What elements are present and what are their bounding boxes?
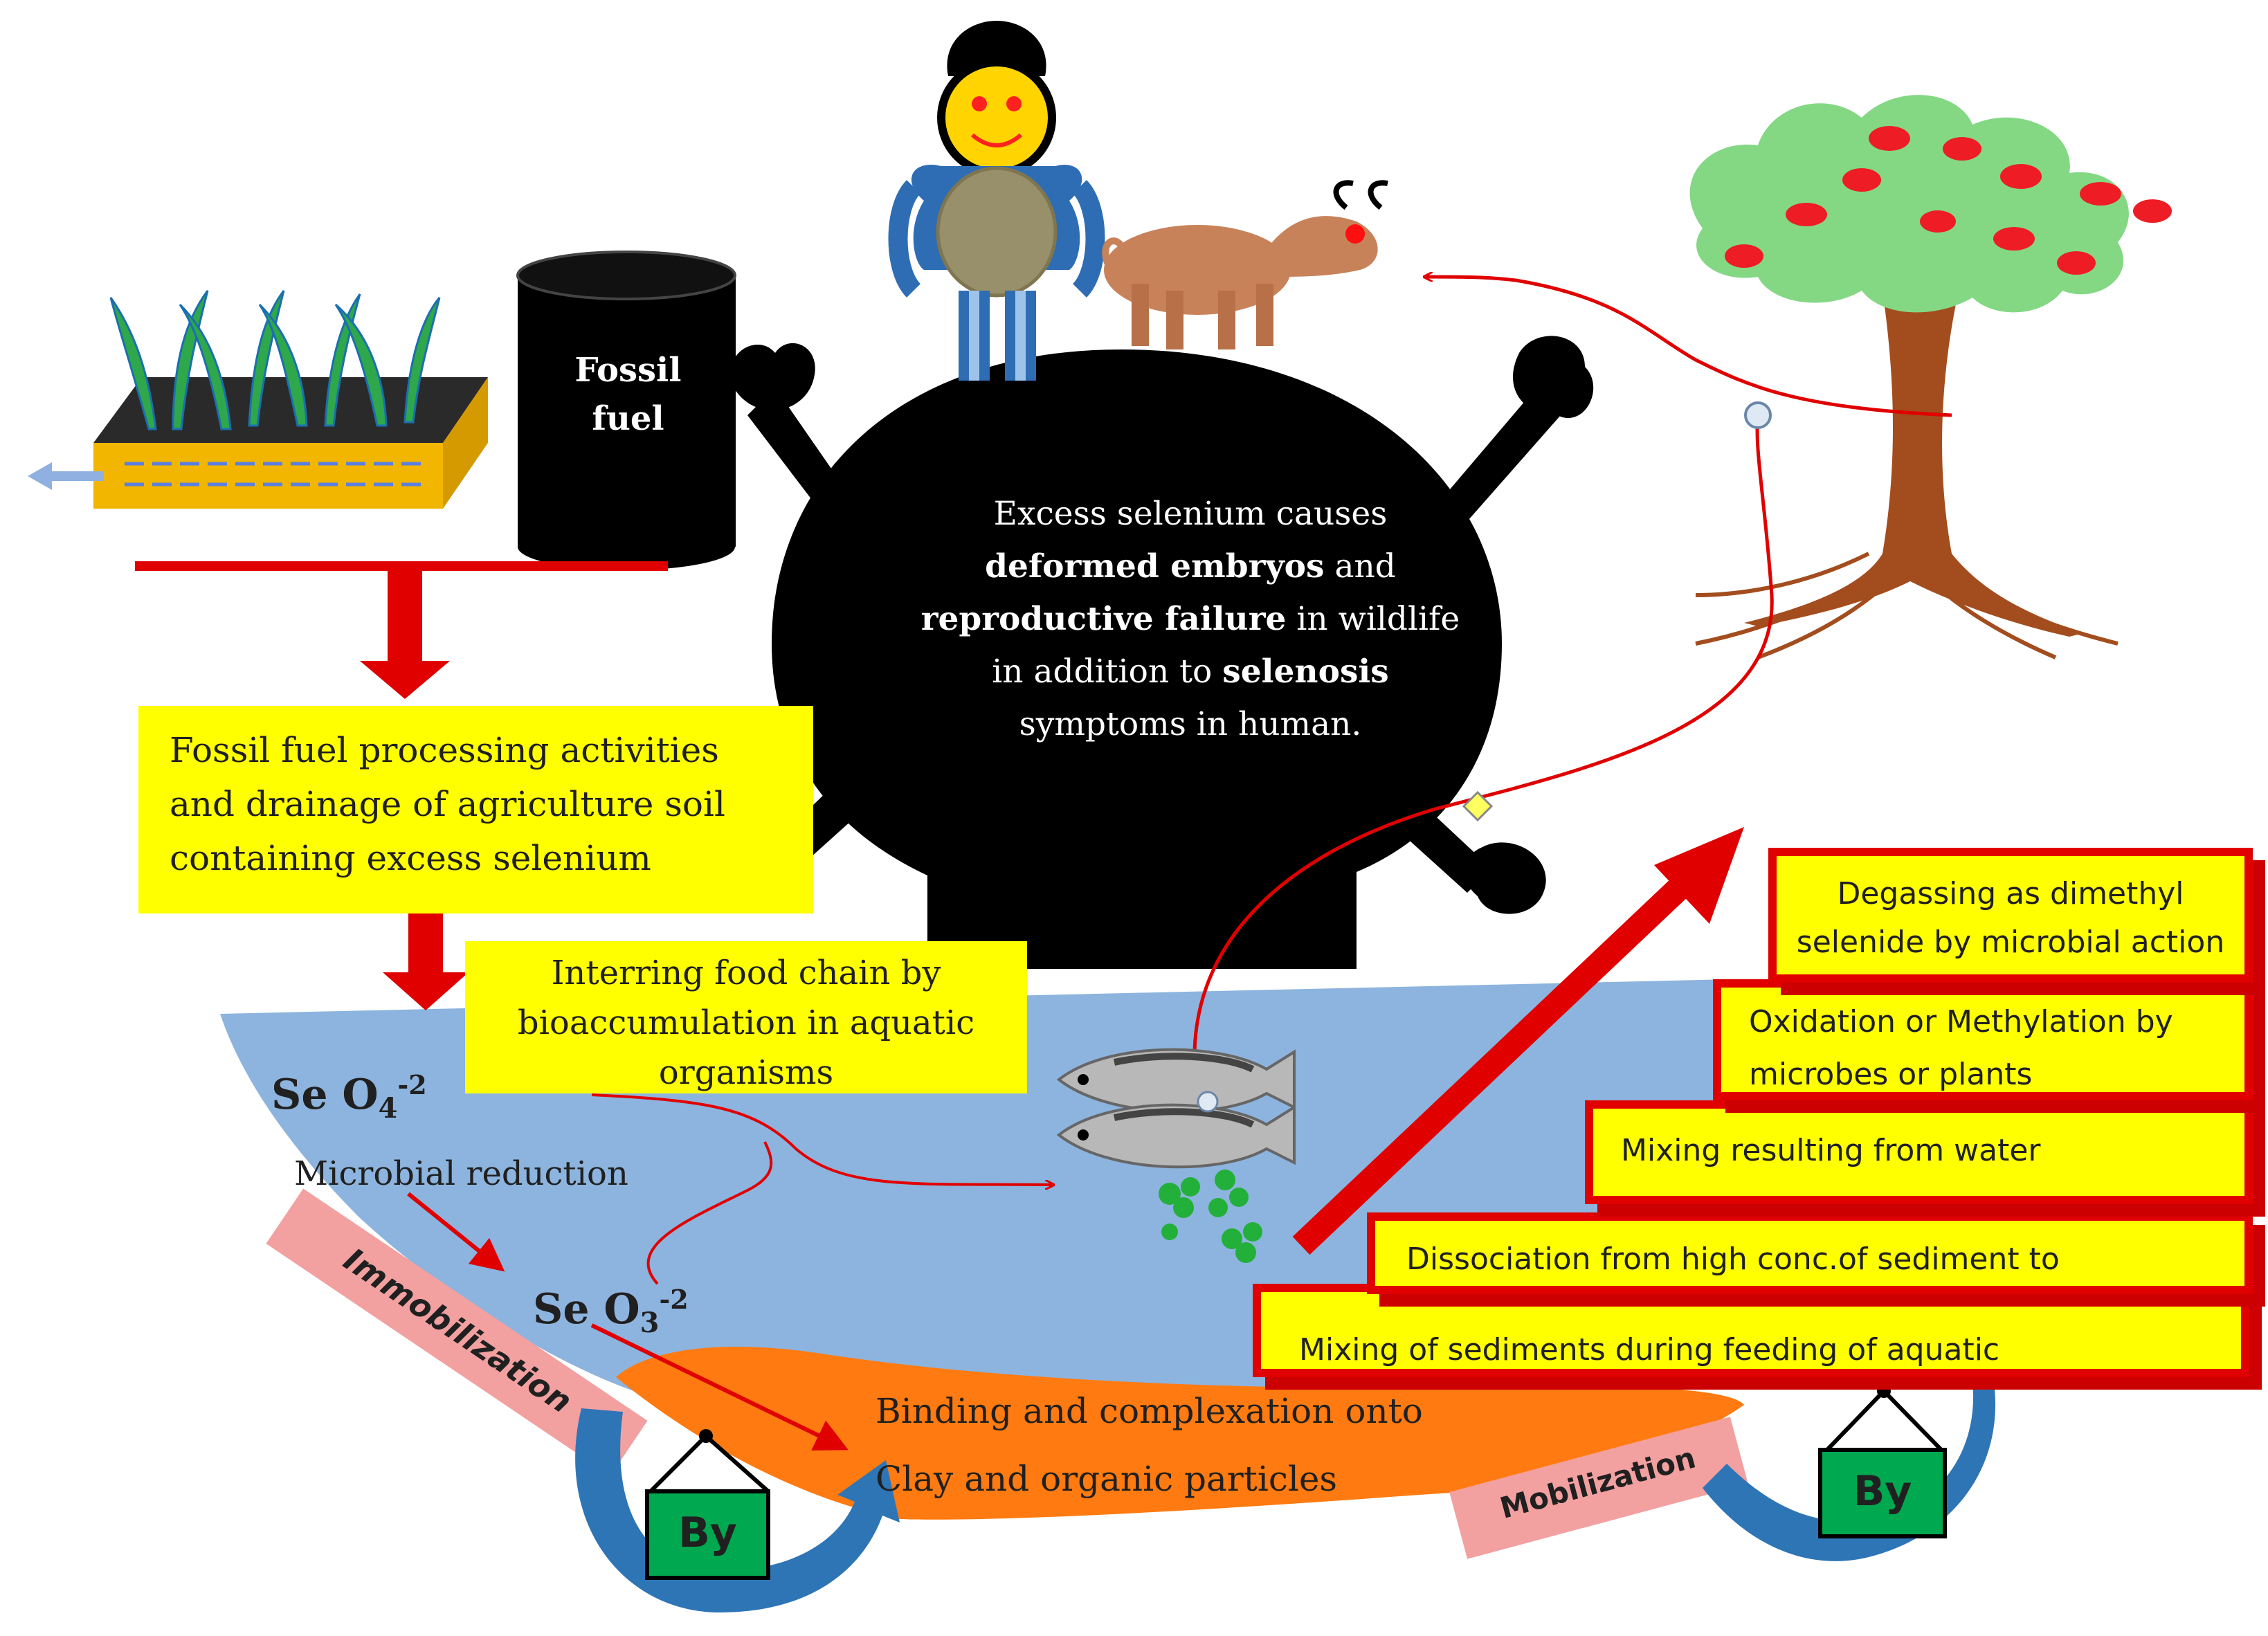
down-arrow-1 <box>360 566 450 699</box>
emphasis-text: selenosis <box>1222 653 1389 691</box>
food-chain-line: organisms <box>658 1053 834 1092</box>
formula-subscript: 3 <box>639 1307 660 1339</box>
formula-superscript: -2 <box>397 1069 427 1100</box>
food-chain-arrow <box>591 1093 1052 1185</box>
source-box: Fossil fuel processing activities and dr… <box>138 706 813 914</box>
formula-base: Se O <box>533 1285 640 1334</box>
skull-message-line: in addition to selenosis <box>858 646 1523 698</box>
skull-message-line: reproductive failure in wildlife <box>858 593 1523 646</box>
plain-text: in addition to <box>992 653 1223 691</box>
by-label-left: By <box>678 1509 737 1557</box>
binding-label: Binding and complexation onto Clay and o… <box>876 1377 1423 1513</box>
source-line: and drainage of agriculture soil <box>170 784 725 824</box>
binding-arrow <box>590 1323 849 1451</box>
down-arrow-2 <box>383 900 469 1010</box>
step-text: Mixing resulting from water <box>1621 1133 2041 1168</box>
source-line: containing excess selenium <box>170 838 651 878</box>
food-chain-box: Interring food chain by bioaccumulation … <box>465 941 1027 1093</box>
cycle-connectors <box>1192 277 1952 1094</box>
fossil-fuel-label: Fossil fuel <box>519 346 737 443</box>
skull-message-line: Excess selenium causes <box>993 495 1388 533</box>
step-text: Dissociation from high conc.of sediment … <box>1406 1242 2060 1277</box>
binding-line: Clay and organic particles <box>876 1459 1338 1499</box>
step-text: Degassing as dimethyl selenide by microb… <box>1777 870 2244 967</box>
connector-node <box>1744 401 1772 429</box>
plain-text: in wildlife <box>1286 600 1460 638</box>
emphasis-text: deformed embryos <box>985 547 1325 585</box>
tree-icon <box>1689 95 2172 660</box>
selenite-formula: Se O3-2 <box>533 1284 689 1339</box>
formula-subscript: 4 <box>378 1092 398 1125</box>
source-line: Fossil fuel processing activities <box>170 730 719 770</box>
step-mixing-water: Mixing resulting from water <box>1585 1100 2253 1204</box>
emphasis-text: reproductive failure <box>920 600 1287 638</box>
step-line: Oxidation or Methylation by <box>1749 1004 2173 1039</box>
by-box-left <box>645 1429 770 1580</box>
food-chain-line: Interring food chain by <box>551 954 941 992</box>
connector-node <box>1462 790 1494 822</box>
selenite-link <box>646 1141 773 1285</box>
reduction-arrow <box>407 1192 505 1272</box>
plant-tray-icon <box>28 290 488 509</box>
degassing-arrow <box>1292 827 1744 1255</box>
fossil-fuel-line: Fossil <box>574 351 682 390</box>
step-line: selenide by microbial action <box>1796 925 2225 960</box>
connector-node <box>1197 1091 1219 1113</box>
step-text: Mixing of sediments during feeding of aq… <box>1299 1332 2000 1367</box>
person-icon <box>888 21 1105 381</box>
microbial-reduction-label: Microbial reduction <box>294 1154 628 1193</box>
selenate-formula: Se O4-2 <box>271 1069 427 1125</box>
sediment-layer <box>616 1347 1744 1520</box>
formula-superscript: -2 <box>659 1284 689 1315</box>
skull-message-line: deformed embryos and <box>858 540 1523 593</box>
skull-message-line: symptoms in human. <box>1019 705 1362 743</box>
step-line: microbes or plants <box>1749 1057 2033 1092</box>
formula-base: Se O <box>271 1071 379 1119</box>
food-chain-line: bioaccumulation in aquatic <box>517 1003 975 1042</box>
step-text: Oxidation or Methylation by microbes or … <box>1749 996 2244 1092</box>
step-degassing: Degassing as dimethyl selenide by microb… <box>1768 848 2253 983</box>
step-mixing-sediments: Mixing of sediments during feeding of aq… <box>1253 1284 2249 1377</box>
step-dissociation: Dissociation from high conc.of sediment … <box>1367 1212 2253 1294</box>
skull-crossbones-icon <box>727 336 1594 969</box>
fish-icon <box>1056 1048 1296 1169</box>
step-oxidation: Oxidation or Methylation by microbes or … <box>1713 979 2253 1100</box>
immobilization-label <box>266 1188 648 1476</box>
binding-line: Binding and complexation onto <box>876 1391 1423 1431</box>
oil-barrel-icon <box>516 251 736 570</box>
cattle-icon <box>1102 180 1388 349</box>
step-line: Degassing as dimethyl <box>1837 876 2184 911</box>
by-box-right <box>1818 1384 1947 1538</box>
plain-text: and <box>1324 547 1396 585</box>
algae-icon <box>1159 1170 1262 1263</box>
skull-message: Excess selenium causes deformed embryos … <box>858 488 1523 751</box>
by-label-right: By <box>1853 1467 1912 1516</box>
fossil-fuel-line: fuel <box>592 399 664 438</box>
mobilization-label <box>1449 1417 1748 1559</box>
